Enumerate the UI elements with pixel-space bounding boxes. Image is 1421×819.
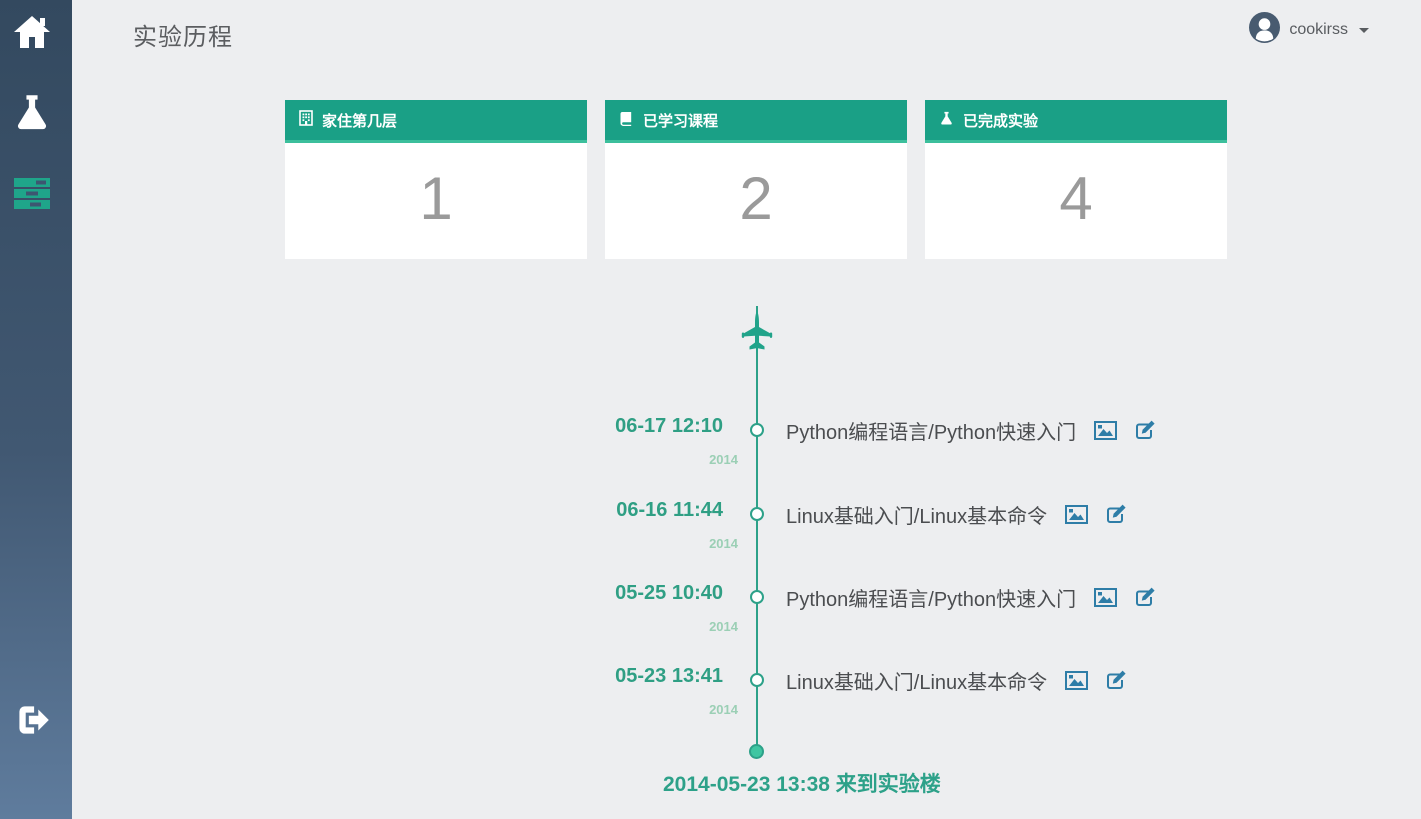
- stat-card-floor: 家住第几层 1: [285, 100, 587, 259]
- user-menu[interactable]: cookirss: [1249, 12, 1369, 48]
- building-icon: [299, 110, 313, 130]
- stat-card-value: 1: [419, 165, 453, 232]
- user-name: cookirss: [1289, 21, 1348, 38]
- timeline-footer: 2014-05-23 13:38 来到实验楼: [663, 773, 941, 796]
- entry-title: Linux基础入门/Linux基本命令: [786, 505, 1048, 528]
- timeline-end-dot: [749, 744, 764, 759]
- entry-date: 05-23 13:41: [615, 665, 723, 687]
- chevron-down-icon: [1359, 27, 1369, 33]
- entry-date: 06-17 12:10: [615, 415, 723, 437]
- timeline-dot: [750, 590, 764, 604]
- entry-date: 05-25 10:40: [615, 582, 723, 604]
- sidebar-item-experiments[interactable]: [0, 92, 64, 134]
- stat-card-header: 家住第几层: [285, 100, 587, 143]
- stat-card-label: 已完成实验: [963, 112, 1039, 130]
- sidebar-item-home[interactable]: [0, 12, 64, 52]
- stats-row: 家住第几层 1 已学习课程 2: [285, 100, 1227, 259]
- entry-title: Python编程语言/Python快速入门: [786, 588, 1077, 611]
- image-icon[interactable]: [1094, 587, 1118, 607]
- timeline: 06-17 12:10 2014 Python编程语言/Python快速入门: [72, 0, 1421, 819]
- sidebar-item-history[interactable]: [0, 176, 64, 212]
- sidebar-item-logout[interactable]: [0, 699, 64, 741]
- entry-date: 06-16 11:44: [616, 499, 723, 521]
- stat-card-header: 已学习课程: [605, 100, 907, 143]
- edit-icon[interactable]: [1106, 670, 1127, 690]
- stat-card-value: 2: [739, 165, 773, 232]
- edit-icon[interactable]: [1106, 504, 1127, 524]
- stat-card-label: 家住第几层: [322, 112, 398, 130]
- tasks-icon: [13, 176, 51, 212]
- page-title: 实验历程: [133, 24, 233, 51]
- stat-card-labs: 已完成实验 4: [925, 100, 1227, 259]
- timeline-line: [756, 306, 758, 751]
- sidebar: [0, 0, 72, 819]
- image-icon[interactable]: [1065, 670, 1089, 690]
- entry-title: Linux基础入门/Linux基本命令: [786, 671, 1048, 694]
- stat-card-courses: 已学习课程 2: [605, 100, 907, 259]
- home-icon: [12, 12, 52, 52]
- image-icon[interactable]: [1065, 504, 1089, 524]
- main-content: 实验历程 cookirss: [72, 0, 1421, 819]
- edit-icon[interactable]: [1135, 587, 1156, 607]
- avatar: [1249, 12, 1281, 48]
- entry-year: 2014: [709, 619, 738, 634]
- timeline-dot: [750, 507, 764, 521]
- edit-icon[interactable]: [1135, 420, 1156, 440]
- timeline-dot: [750, 673, 764, 687]
- entry-year: 2014: [709, 536, 738, 551]
- stat-card-label: 已学习课程: [643, 112, 719, 130]
- sign-out-icon: [11, 699, 53, 741]
- image-icon[interactable]: [1094, 420, 1118, 440]
- stat-card-value: 4: [1059, 165, 1093, 232]
- entry-year: 2014: [709, 702, 738, 717]
- flask-icon: [12, 92, 52, 134]
- jet-icon: [741, 309, 773, 361]
- stat-card-header: 已完成实验: [925, 100, 1227, 143]
- book-icon: [619, 111, 634, 130]
- entry-year: 2014: [709, 452, 738, 467]
- timeline-dot: [750, 423, 764, 437]
- flask-icon: [939, 111, 954, 130]
- entry-title: Python编程语言/Python快速入门: [786, 421, 1077, 444]
